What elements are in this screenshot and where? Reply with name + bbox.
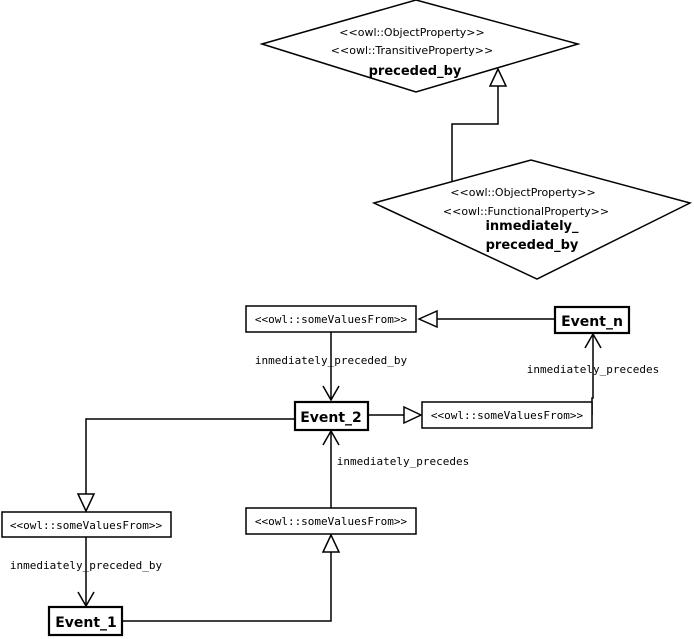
edge-label-left-to-event1: inmediately_preceded_by xyxy=(10,559,163,572)
generalization-arrowhead-top-restriction xyxy=(417,309,438,329)
restriction-box-right: <<owl::someValuesFrom>> xyxy=(421,401,593,429)
restriction-left-label: <<owl::someValuesFrom>> xyxy=(10,519,163,532)
property-inmediately-preceded-by-diamond xyxy=(371,159,693,280)
property-preceded-by-stereotype-transitive: <<owl::TransitiveProperty>> xyxy=(331,44,493,57)
connector-event2-to-right-restriction xyxy=(368,405,423,425)
restriction-box-bottom: <<owl::someValuesFrom>> xyxy=(245,507,417,535)
connector-bottom-restriction-to-event2 xyxy=(322,429,340,508)
property-inmediately-preceded-by: <<owl::ObjectProperty>> <<owl::Functiona… xyxy=(371,159,693,280)
edge-label-bottom-to-event2: inmediately_precedes xyxy=(337,455,469,468)
generalization-arrowhead-right-restriction xyxy=(403,405,423,425)
class-event-n: Event_n xyxy=(553,305,631,335)
generalization-arrowhead-left-restriction xyxy=(76,493,96,513)
generalization-arrowhead-top xyxy=(488,67,508,87)
property-preceded-by-diamond xyxy=(259,0,581,93)
class-event-1-label: Event_1 xyxy=(55,615,117,631)
connector-event2-to-left-restriction xyxy=(76,418,294,513)
class-event-1: Event_1 xyxy=(47,605,124,637)
open-arrowhead-event2-top xyxy=(322,385,340,402)
restriction-top-label: <<owl::someValuesFrom>> xyxy=(255,313,408,326)
restriction-bottom-label: <<owl::someValuesFrom>> xyxy=(255,515,408,528)
subproperty-connector xyxy=(451,67,508,181)
property-inmediately-preceded-by-stereotype-functional: <<owl::FunctionalProperty>> xyxy=(443,205,609,218)
property-preceded-by-stereotype-object: <<owl::ObjectProperty>> xyxy=(339,26,484,39)
restriction-box-top: <<owl::someValuesFrom>> xyxy=(245,305,417,333)
restriction-box-left: <<owl::someValuesFrom>> xyxy=(1,511,172,538)
connector-top-restriction-to-event2 xyxy=(322,332,340,402)
class-event-2: Event_2 xyxy=(293,400,370,432)
restriction-right-label: <<owl::someValuesFrom>> xyxy=(431,409,584,422)
property-inmediately-preceded-by-stereotype-object: <<owl::ObjectProperty>> xyxy=(450,186,595,199)
edge-label-right-to-eventn: inmediately_precedes xyxy=(527,363,659,376)
property-inmediately-preceded-by-name-line2: preceded_by xyxy=(486,238,579,253)
generalization-arrowhead-bottom-restriction xyxy=(321,533,341,553)
property-inmediately-preceded-by-name-line1: inmediately_ xyxy=(485,219,579,234)
connector-event1-to-bottom-restriction xyxy=(122,533,341,622)
edge-label-top-to-event2: inmediately_preceded_by xyxy=(255,354,408,367)
property-preceded-by: <<owl::ObjectProperty>> <<owl::Transitiv… xyxy=(259,0,581,93)
connector-eventn-to-top-restriction xyxy=(417,309,555,329)
property-preceded-by-name: preceded_by xyxy=(369,64,462,79)
class-event-n-label: Event_n xyxy=(561,314,623,330)
class-event-2-label: Event_2 xyxy=(300,410,362,426)
